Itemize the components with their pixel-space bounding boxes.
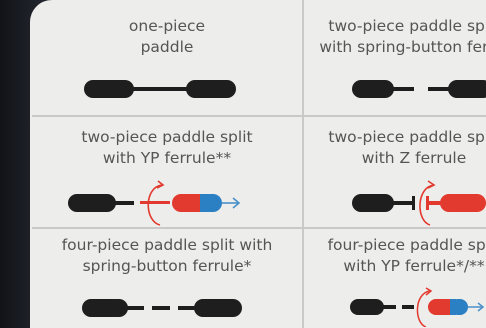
cell-two-piece-z-ferrule: two-piece paddle split with Z ferrule (304, 117, 486, 227)
paddle-shaft (390, 201, 414, 205)
paddle-blade-icon (186, 80, 236, 98)
insert-shaft (140, 201, 170, 204)
paddle-blade-icon (84, 80, 134, 98)
paddle-shaft (178, 306, 198, 310)
ferrule-blue-join (450, 299, 456, 315)
paddle-shaft (112, 201, 134, 205)
cell-four-piece-yp-ferrule: four-piece paddle split with YP ferrule*… (304, 229, 486, 328)
grid-divider-horizontal-1 (32, 115, 486, 117)
two-piece-spring-illustration (352, 80, 486, 98)
paddle-shaft (152, 306, 170, 310)
cell-label: two-piece paddle split with Z ferrule (328, 128, 486, 167)
paddle-shaft (390, 87, 414, 91)
paddle-shaft (428, 87, 452, 91)
rotate-arrow-icon (416, 290, 431, 327)
paddle-shaft (130, 87, 190, 91)
four-piece-spring-illustration (82, 299, 242, 317)
insert-shaft (428, 201, 444, 205)
cell-label: four-piece paddle split with spring-butt… (61, 236, 273, 275)
paddle-shaft (402, 305, 414, 309)
ferrule-blue-join (200, 194, 208, 212)
insert-arrow-head (232, 197, 241, 209)
insert-arrow-head (477, 302, 485, 312)
diagram-sheet (30, 0, 486, 328)
rotate-arrow-head (425, 287, 433, 296)
cell-label: four-piece paddle split with YP ferrule*… (327, 236, 486, 275)
paddle-blade-icon (448, 80, 486, 98)
four-piece-yp-illustration (350, 287, 485, 327)
grid-divider-vertical (302, 0, 304, 328)
ferrule-red-icon (440, 194, 486, 212)
rotate-arrow-head (427, 180, 436, 189)
grid-divider-horizontal-2 (32, 227, 486, 229)
paddle-shaft (124, 306, 144, 310)
cell-two-piece-spring-button: two-piece paddle split with spring-butto… (304, 0, 486, 115)
paddle-blade-icon (352, 194, 394, 212)
cell-one-piece: one-piece paddle (32, 0, 302, 115)
rotate-arrow-head (156, 180, 165, 189)
z-ferrule-pin (412, 196, 415, 210)
cell-four-piece-spring-button: four-piece paddle split with spring-butt… (32, 229, 302, 328)
paddle-blade-icon (68, 194, 116, 212)
rotate-arrow-icon (147, 184, 163, 226)
cell-label: two-piece paddle split with YP ferrule** (81, 128, 253, 167)
paddle-split-grid: one-piece paddle two-piece paddle split … (32, 0, 486, 328)
cell-label: one-piece paddle (128, 17, 206, 56)
paddle-shaft (382, 305, 396, 309)
two-piece-z-illustration (352, 180, 486, 226)
two-piece-yp-illustration (68, 180, 241, 226)
paddle-blade-icon (352, 80, 394, 98)
z-ferrule-notch (426, 196, 429, 210)
cell-two-piece-yp-ferrule: two-piece paddle split with YP ferrule** (32, 117, 302, 227)
one-piece-paddle-illustration (84, 80, 236, 98)
paddle-blade-icon (82, 299, 128, 317)
cell-label: two-piece paddle split with spring-butto… (319, 17, 486, 56)
paddle-blade-icon (350, 299, 384, 315)
paddle-blade-icon (194, 299, 242, 317)
